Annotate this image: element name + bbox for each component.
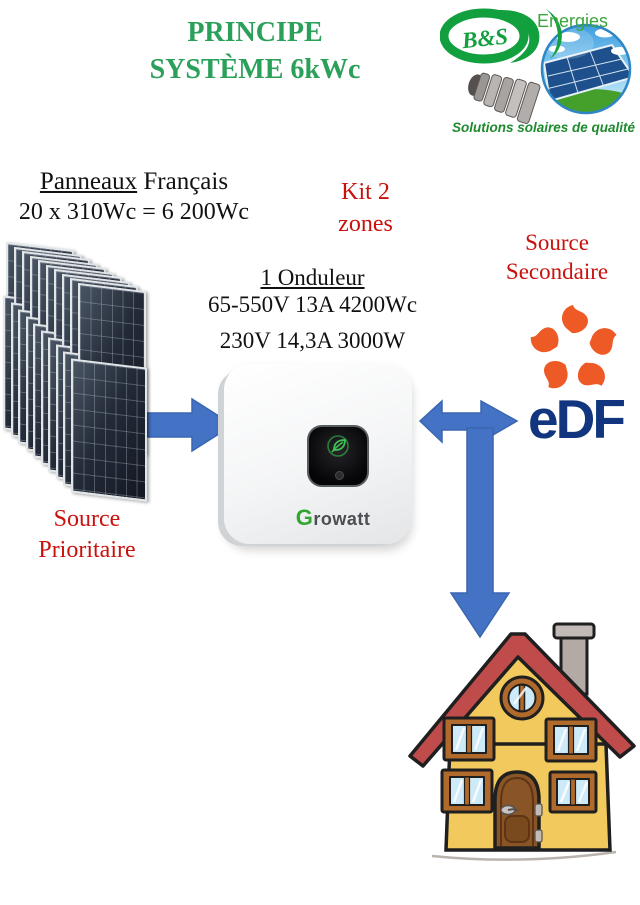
inverter-info: 1 Onduleur 65-550V 13A 4200Wc 230V 14,3A… (190, 264, 435, 354)
arrow-panels-to-inverter-icon (146, 397, 235, 453)
source-priority-label: Source Prioritaire (2, 504, 172, 566)
growatt-g: G (295, 505, 314, 530)
panels-title: Panneaux Français (0, 166, 268, 197)
kit-label: Kit 2 zones (318, 176, 413, 240)
title-line-2: SYSTÈME 6kWc (149, 54, 361, 85)
edf-e: e (528, 388, 559, 450)
source-priority-line-1: Source (53, 506, 121, 532)
inverter-screen-dot (334, 471, 344, 480)
kit-line-2: zones (338, 211, 393, 237)
panels-title-rest: Français (137, 168, 229, 195)
kit-line-1: Kit 2 (341, 179, 390, 205)
growatt-inverter: Growatt (224, 364, 412, 544)
logo-brand-text: B&S (460, 24, 509, 54)
source-priority-line-2: Prioritaire (38, 537, 136, 563)
title-line-1: PRINCIPE (187, 17, 323, 48)
source-secondary-line-1: Source (525, 230, 589, 255)
panels-spec: 20 x 310Wc = 6 200Wc (18, 199, 250, 225)
inverter-screen (307, 425, 369, 487)
bs-swoosh-icon (440, 8, 562, 64)
panels-title-underlined: Panneaux (39, 168, 138, 195)
house-icon (408, 622, 636, 861)
arrow-inverter-edf-house-icon (418, 399, 519, 639)
inverter-spec-dc: 65-550V 13A 4200Wc (207, 292, 418, 317)
growatt-wordmark: Growatt (296, 505, 371, 531)
edf-flame-icon (530, 305, 617, 389)
edf-wordmark: eDF (528, 390, 640, 448)
inverter-spec-ac: 230V 14,3A 3000W (219, 328, 406, 353)
panels-info: Panneaux Français 20 x 310Wc = 6 200Wc (0, 166, 268, 228)
source-secondary-line-2: Secondaire (505, 259, 609, 284)
inverter-title: 1 Onduleur (260, 265, 365, 290)
page-title: PRINCIPE SYSTÈME 6kWc (95, 14, 415, 88)
edf-df: DF (555, 388, 626, 450)
solar-panel (70, 358, 147, 502)
source-secondary-label: Source Secondaire (477, 228, 637, 286)
bulb-base (468, 72, 541, 124)
company-logo: B&S Energies Solutions solaires de quali… (440, 8, 636, 135)
logo-tagline: Solutions solaires de qualité (452, 120, 636, 135)
leaf-icon (327, 435, 349, 457)
bulb-icon (468, 23, 632, 124)
growatt-rest: rowatt (313, 509, 371, 529)
logo-name-text: Energies (537, 11, 608, 31)
